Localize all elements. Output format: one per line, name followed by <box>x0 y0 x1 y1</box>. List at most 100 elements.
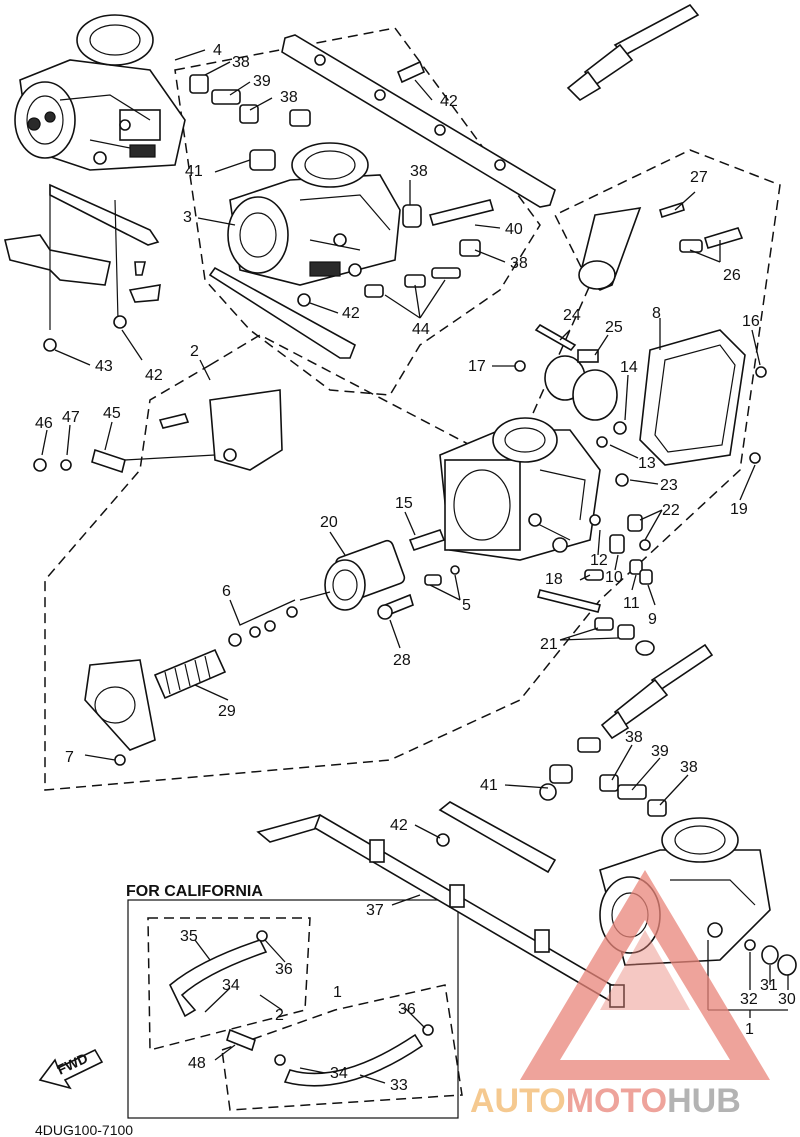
callout-labels: 4 38 39 38 41 3 38 40 38 42 42 44 43 42 … <box>35 42 796 1094</box>
fwd-arrow-icon: FWD <box>38 1048 104 1090</box>
callout-37: 37 <box>366 902 384 919</box>
callout-1: 1 <box>745 1021 754 1038</box>
fittings-38-40 <box>249 109 495 257</box>
callout-24: 24 <box>563 307 581 324</box>
callout-42: 42 <box>145 367 163 384</box>
linkage-bracket <box>4 183 161 330</box>
callout-40: 40 <box>505 221 523 238</box>
callout-28: 28 <box>393 652 411 669</box>
screw-42-mid <box>297 293 311 307</box>
callout-36: 36 <box>275 961 293 978</box>
carb-2-group-outline <box>44 149 781 791</box>
callout-7: 7 <box>65 749 74 766</box>
screws-12-9-10-11-22 <box>589 514 653 585</box>
callout-41: 41 <box>480 777 498 794</box>
callout-47: 47 <box>62 409 80 426</box>
callout-38: 38 <box>280 89 298 106</box>
carburetor-4 <box>14 14 186 171</box>
fitting-48 <box>226 1028 256 1052</box>
callout-20: 20 <box>320 514 338 531</box>
watermark-moto: MOTO <box>566 1082 667 1120</box>
callout-19: 19 <box>730 501 748 518</box>
throttle-shaft-37 <box>256 813 625 1008</box>
callout-22: 22 <box>662 502 680 519</box>
callout-35: 35 <box>180 928 198 945</box>
choke-lever-27 <box>578 201 685 291</box>
washers-30-31-32 <box>744 939 797 976</box>
callout-31: 31 <box>760 977 778 994</box>
bolt-15 <box>408 529 446 551</box>
callout-21: 21 <box>540 636 558 653</box>
cover-8 <box>639 329 767 466</box>
callout-44: 44 <box>412 321 430 338</box>
callout-17: 17 <box>468 358 486 375</box>
callout-48: 48 <box>188 1055 206 1072</box>
callout-4: 4 <box>213 42 222 59</box>
callout-42: 42 <box>390 817 408 834</box>
callout-45: 45 <box>103 405 121 422</box>
lower-hose <box>600 643 714 740</box>
callout-2: 2 <box>275 1007 284 1024</box>
callout-1: 1 <box>333 984 342 1001</box>
callout-5: 5 <box>462 597 471 614</box>
callout-10: 10 <box>605 569 623 586</box>
california-sub-group-1-outline <box>221 984 463 1111</box>
callout-36: 36 <box>398 1001 416 1018</box>
screw-42-top <box>396 60 426 84</box>
callout-13: 13 <box>638 455 656 472</box>
callout-6: 6 <box>222 583 231 600</box>
callout-9: 9 <box>648 611 657 628</box>
callout-38: 38 <box>410 163 428 180</box>
california-label: FOR CALIFORNIA <box>126 883 263 900</box>
callout-46: 46 <box>35 415 53 432</box>
needle-18 <box>584 569 604 581</box>
needle-21 <box>537 589 655 656</box>
callout-34: 34 <box>222 977 240 994</box>
carburetor-3 <box>227 142 401 286</box>
watermark-auto: AUTO <box>470 1082 566 1120</box>
callout-38: 38 <box>625 729 643 746</box>
callout-11: 11 <box>623 595 640 612</box>
jets-44 <box>364 267 461 298</box>
bracket-45 <box>158 389 283 471</box>
lower-sync-bar <box>208 266 356 359</box>
diaphragm-25 <box>544 349 618 421</box>
fittings-38-39-41-bottom <box>539 737 667 817</box>
callout-39: 39 <box>253 73 271 90</box>
callout-32: 32 <box>740 991 758 1008</box>
callout-38: 38 <box>510 255 528 272</box>
watermark-text: AUTOMOTOHUB <box>470 1082 741 1120</box>
fittings-38-39-top <box>189 74 259 124</box>
pin-24 <box>534 323 577 352</box>
callout-42: 42 <box>440 93 458 110</box>
piston-20 <box>299 539 406 611</box>
needle-parts-6 <box>228 606 298 647</box>
callout-39: 39 <box>651 743 669 760</box>
callout-33: 33 <box>390 1077 408 1094</box>
callout-3: 3 <box>183 209 192 226</box>
california-box <box>127 899 459 1119</box>
callout-25: 25 <box>605 319 623 336</box>
hose-35 <box>169 930 268 1018</box>
callout-29: 29 <box>218 703 236 720</box>
leader-lines <box>41 49 789 1084</box>
callout-12: 12 <box>590 552 608 569</box>
spring-29 <box>153 648 227 700</box>
bracket-42-bottom <box>436 801 557 874</box>
callout-14: 14 <box>620 359 638 376</box>
callout-23: 23 <box>660 477 678 494</box>
top-cover-7 <box>84 659 156 766</box>
automotohub-watermark: AUTOMOTOHUB <box>470 870 770 1120</box>
callout-27: 27 <box>690 169 708 186</box>
callout-16: 16 <box>742 313 760 330</box>
callout-15: 15 <box>395 495 413 512</box>
callout-34: 34 <box>330 1065 348 1082</box>
screw-5-28 <box>377 565 460 620</box>
parts-26 <box>679 227 744 253</box>
top-fuel-hose <box>566 3 700 102</box>
part-code: 4DUG100-7100 <box>35 1122 133 1137</box>
callout-8: 8 <box>652 305 661 322</box>
callout-18: 18 <box>545 571 563 588</box>
screw-43 <box>43 338 57 352</box>
callout-41: 41 <box>185 163 203 180</box>
